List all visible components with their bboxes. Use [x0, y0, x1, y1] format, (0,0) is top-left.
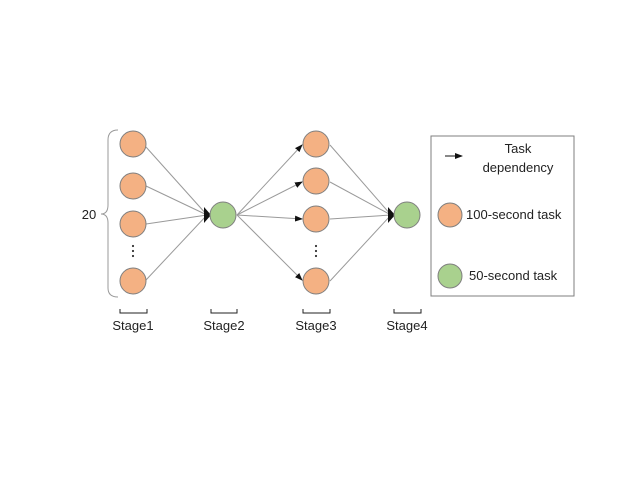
edge	[236, 214, 303, 281]
task-node-100s	[302, 267, 330, 295]
edges-stage2-to-stage3	[236, 144, 303, 281]
stage1-nodes	[119, 130, 147, 295]
edge	[145, 214, 208, 281]
edge	[145, 146, 208, 216]
stage3-ellipsis	[314, 244, 318, 258]
edge	[236, 214, 303, 222]
stage3-bracket	[302, 309, 331, 314]
task-node-50s	[209, 201, 237, 229]
group-count-label: 20	[82, 207, 96, 222]
edge	[236, 144, 303, 216]
legend: Task dependency 100-second task 50-secon…	[430, 135, 575, 297]
edges-stage3-to-stage4	[329, 144, 392, 282]
task-node-50s	[393, 201, 421, 229]
stage-label-3: Stage3	[295, 318, 336, 333]
legend-dependency-label-line2: dependency	[483, 160, 554, 175]
edge	[236, 181, 303, 216]
edge	[329, 181, 392, 216]
task-node-100s	[302, 205, 330, 233]
task-node-100s	[119, 267, 147, 295]
convergence-arrow-icon	[204, 207, 211, 223]
stage-brackets	[119, 309, 422, 314]
stage4-bracket	[393, 309, 422, 314]
legend-dependency-label-line1: Task	[505, 141, 532, 156]
stage-label-2: Stage2	[203, 318, 244, 333]
edge	[329, 214, 392, 220]
edge	[145, 185, 208, 216]
edge	[145, 214, 208, 225]
stage-label-4: Stage4	[386, 318, 427, 333]
stage1-ellipsis	[131, 244, 135, 258]
legend-long-task-icon	[437, 202, 463, 228]
legend-short-task-icon	[437, 263, 463, 289]
edge	[329, 144, 392, 216]
task-node-100s	[302, 167, 330, 195]
stage1-bracket	[119, 309, 148, 314]
group-brace-icon	[100, 129, 119, 298]
stage3-nodes	[302, 130, 330, 295]
task-node-100s	[119, 130, 147, 158]
task-node-100s	[119, 172, 147, 200]
legend-short-task-label: 50-second task	[469, 268, 558, 283]
task-node-100s	[119, 210, 147, 238]
stage-label-1: Stage1	[112, 318, 153, 333]
convergence-arrow-icon	[388, 207, 395, 223]
edges-stage1-to-stage2	[145, 146, 208, 281]
edge	[329, 214, 392, 282]
task-node-100s	[302, 130, 330, 158]
legend-long-task-label: 100-second task	[466, 207, 562, 222]
stage2-bracket	[210, 309, 238, 314]
